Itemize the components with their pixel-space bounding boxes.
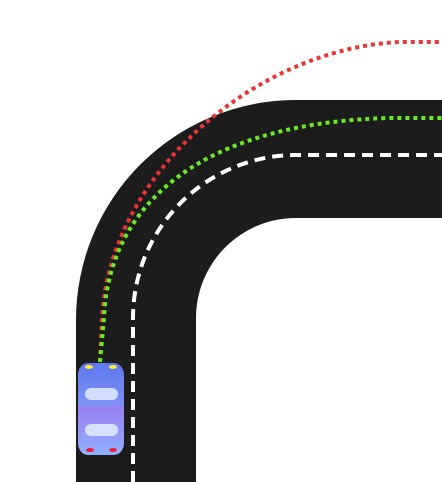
car-headlight-right [109,365,117,369]
car [78,363,124,455]
road [76,100,442,482]
road-center-line [130,153,442,482]
car-rear-window [85,424,118,436]
inner-path [98,116,442,363]
car-taillight-left [86,448,94,452]
car-headlight-left [85,365,93,369]
car-body [78,363,124,455]
car-front-window [85,388,118,400]
car-taillight-right [109,448,117,452]
